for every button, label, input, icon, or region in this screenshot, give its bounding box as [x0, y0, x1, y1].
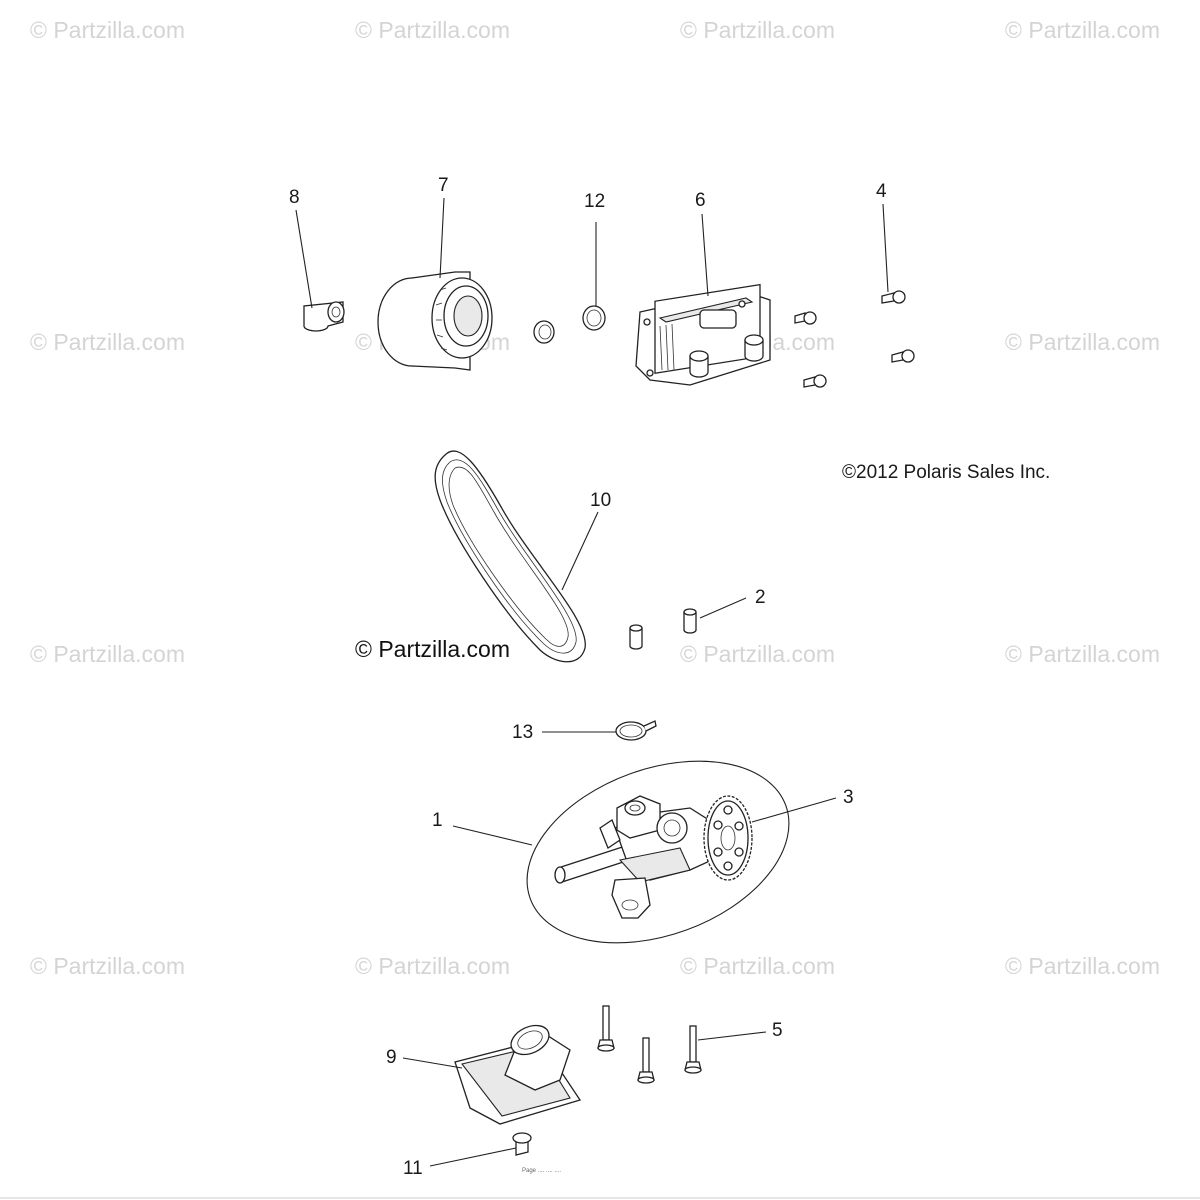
callout-7: 7	[438, 175, 449, 196]
watermark: © Partzilla.com	[30, 17, 185, 43]
footer-code: Page .... .... ....	[522, 1168, 561, 1174]
callout-11: 11	[403, 1158, 423, 1179]
watermark: © Partzilla.com	[1005, 329, 1160, 355]
leader-lines	[295, 197, 889, 1167]
callout-labels: 8 7 12 6 4 10 2 13 1 3 5 9 11	[289, 175, 887, 1179]
callout-3: 3	[843, 787, 854, 808]
part-2-dowel-pins[interactable]	[629, 608, 697, 650]
part-10-belt[interactable]	[434, 450, 586, 663]
copyright-notice: ©2012 Polaris Sales Inc.	[842, 462, 1050, 483]
watermark: © Partzilla.com	[1005, 641, 1160, 667]
watermark: © Partzilla.com	[1005, 953, 1160, 979]
part-6-oil-cooler[interactable]	[635, 283, 771, 386]
watermark: © Partzilla.com	[680, 641, 835, 667]
watermark-grid: © Partzilla.com © Partzilla.com © Partzi…	[30, 17, 1160, 979]
part-12-o-ring[interactable]	[582, 305, 606, 331]
callout-8: 8	[289, 187, 300, 208]
watermark: © Partzilla.com	[30, 953, 185, 979]
part-5-bolts[interactable]	[597, 1005, 702, 1084]
watermark: © Partzilla.com	[1005, 17, 1160, 43]
callout-6: 6	[695, 190, 706, 211]
brand-watermark: © Partzilla.com	[355, 636, 510, 662]
part-9-oil-pickup[interactable]	[454, 1020, 582, 1125]
part-11-screw[interactable]	[512, 1132, 532, 1156]
callout-1: 1	[432, 810, 443, 831]
watermark: © Partzilla.com	[680, 953, 835, 979]
callout-13: 13	[512, 722, 533, 743]
callout-5: 5	[772, 1020, 783, 1041]
watermark: © Partzilla.com	[355, 17, 510, 43]
part-1-oil-pump-assembly[interactable]	[502, 727, 814, 976]
part-4-screws[interactable]	[794, 290, 915, 388]
callout-10: 10	[590, 490, 611, 511]
callout-12: 12	[584, 191, 605, 212]
watermark: © Partzilla.com	[30, 641, 185, 667]
watermark: © Partzilla.com	[30, 329, 185, 355]
part-12-washer-a[interactable]	[533, 320, 555, 344]
part-8-sleeve[interactable]	[303, 301, 345, 332]
part-13-o-ring[interactable]	[615, 720, 657, 741]
callout-2: 2	[755, 587, 766, 608]
part-3-sprocket[interactable]	[703, 795, 753, 881]
part-7-oil-filter[interactable]	[377, 271, 493, 371]
callout-4: 4	[876, 181, 887, 202]
watermark: © Partzilla.com	[355, 953, 510, 979]
watermark: © Partzilla.com	[680, 17, 835, 43]
callout-9: 9	[386, 1047, 397, 1068]
